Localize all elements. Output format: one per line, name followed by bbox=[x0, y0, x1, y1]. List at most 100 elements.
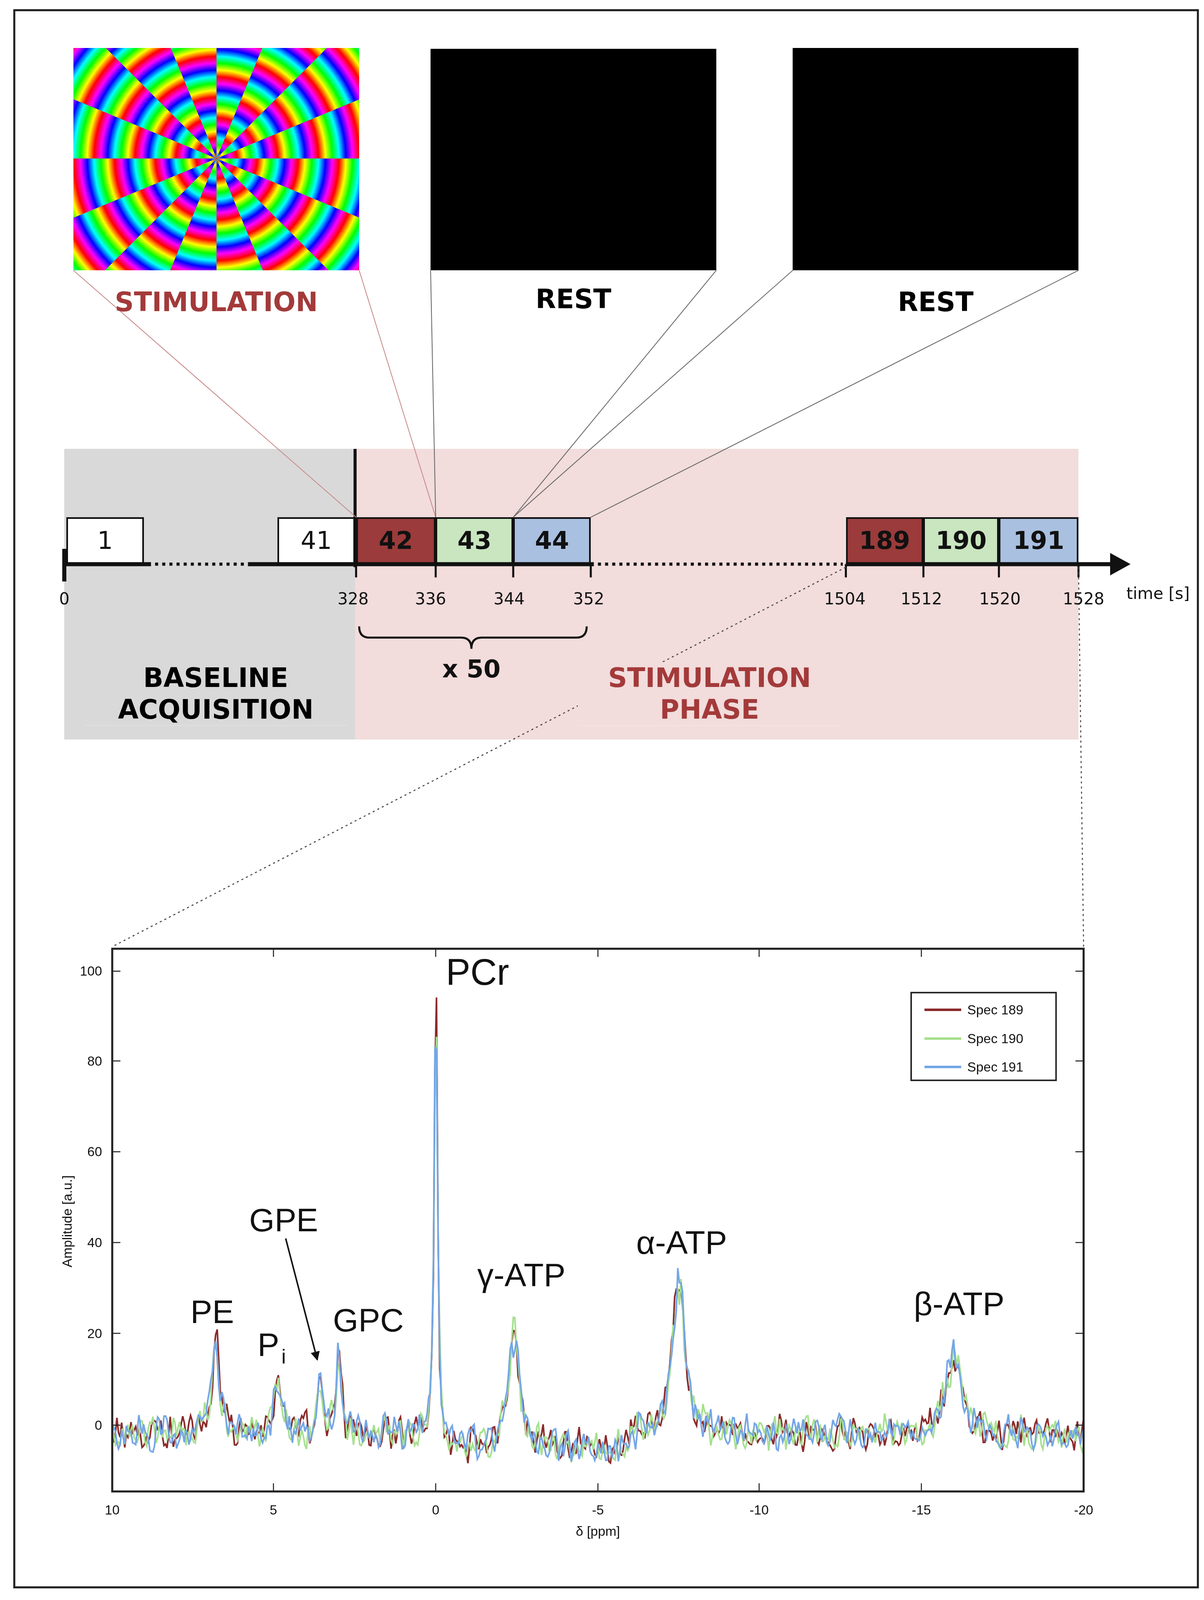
tick bbox=[597, 1483, 599, 1492]
tick bbox=[112, 1425, 121, 1426]
screen-panel: REST bbox=[430, 48, 717, 271]
plot-axis-label: -10 bbox=[749, 1502, 769, 1518]
legend-line bbox=[924, 1065, 962, 1069]
legend-line bbox=[924, 1008, 962, 1012]
phase-band: BASELINE ACQUISITION 1 41 bbox=[64, 448, 356, 740]
plot-axis-label: -5 bbox=[591, 1502, 604, 1518]
spectrum-block: 42 bbox=[356, 517, 436, 565]
legend-frame bbox=[911, 992, 1056, 1081]
plot-axis-label: x 50 bbox=[442, 655, 501, 683]
tick bbox=[112, 1242, 121, 1244]
screen-panel: REST bbox=[792, 47, 1079, 271]
peak-label: PCr bbox=[445, 952, 510, 993]
plot-ticks bbox=[112, 949, 1084, 1492]
plot-axis-label: 0 bbox=[94, 1418, 103, 1433]
plot-frame bbox=[112, 949, 1084, 1492]
block-number: 190 bbox=[935, 526, 988, 556]
spectrum-block: 190 bbox=[923, 517, 999, 565]
time-tick-label: 1520 bbox=[979, 589, 1021, 608]
block-number: 41 bbox=[300, 526, 333, 556]
tick bbox=[1075, 1242, 1084, 1244]
gpe-pointer bbox=[285, 1238, 318, 1361]
time-tick-label: 328 bbox=[337, 589, 369, 608]
panel-label: STIMULATION bbox=[114, 286, 318, 318]
panel-label: REST bbox=[897, 286, 974, 318]
stimulus-image bbox=[73, 47, 360, 271]
tick bbox=[1083, 1483, 1084, 1492]
plot-axis-label: 0 bbox=[431, 1502, 440, 1518]
spectrum-trace bbox=[113, 1036, 1083, 1463]
axis-arrowhead bbox=[1110, 553, 1131, 576]
time-tick-label: 1528 bbox=[1062, 589, 1105, 608]
peak-label: i bbox=[281, 1345, 286, 1369]
plot-axis-label: δ [ppm] bbox=[575, 1524, 620, 1540]
tick bbox=[1075, 970, 1084, 972]
spectrum-block: 189 bbox=[846, 517, 924, 565]
tick bbox=[920, 1483, 922, 1492]
plot-axis-label: -20 bbox=[1073, 1502, 1094, 1518]
time-tick-label: 344 bbox=[493, 589, 525, 608]
tick bbox=[597, 949, 599, 958]
plot-axis-label: 10 bbox=[104, 1502, 120, 1518]
plot-axis-label: 20 bbox=[87, 1326, 102, 1341]
tick bbox=[435, 949, 436, 958]
plot-axis-label: -15 bbox=[911, 1502, 932, 1518]
spectrum-block: 44 bbox=[513, 517, 591, 565]
block-number: 42 bbox=[378, 526, 414, 556]
outer-frame bbox=[14, 10, 1198, 1588]
tick bbox=[112, 1151, 121, 1153]
block-number: 44 bbox=[534, 526, 570, 556]
time-tick-label: 352 bbox=[573, 589, 605, 608]
spectrum-block: 191 bbox=[998, 517, 1079, 565]
tick bbox=[1075, 1060, 1084, 1062]
legend-text: Spec 189 bbox=[967, 1002, 1024, 1018]
spectrum-trace bbox=[113, 997, 1083, 1464]
block-number: 189 bbox=[858, 526, 911, 556]
time-tick-label: 1504 bbox=[823, 589, 866, 608]
plot-axis-label: 5 bbox=[269, 1502, 278, 1518]
plot-axis-label: 40 bbox=[87, 1235, 102, 1250]
tick bbox=[111, 1483, 113, 1492]
legend-line bbox=[924, 1037, 962, 1041]
tick bbox=[1075, 1332, 1084, 1334]
spectrum-trace bbox=[113, 1046, 1083, 1462]
peak-label: PE bbox=[190, 1294, 235, 1330]
tick bbox=[111, 949, 113, 958]
block-number: 191 bbox=[1013, 526, 1065, 556]
peak-label: P bbox=[257, 1326, 280, 1363]
time-tick-label: time [s] bbox=[1126, 584, 1190, 603]
spectrum-block: 43 bbox=[435, 517, 514, 565]
screen-panel: STIMULATION bbox=[73, 47, 360, 271]
phase-label: BASELINE ACQUISITION bbox=[83, 662, 348, 726]
tick bbox=[112, 1332, 121, 1334]
tick bbox=[758, 949, 760, 958]
tick bbox=[272, 1483, 274, 1492]
tick bbox=[112, 970, 121, 972]
panel-label: REST bbox=[535, 282, 612, 315]
tick bbox=[435, 1483, 436, 1492]
tick bbox=[1083, 949, 1084, 958]
legend-text: Spec 190 bbox=[967, 1030, 1024, 1047]
peak-label: γ-ATP bbox=[477, 1257, 566, 1294]
spectrum-block: 1 bbox=[66, 517, 144, 565]
plot-axis-label: 60 bbox=[87, 1144, 102, 1160]
block-number: 43 bbox=[457, 526, 492, 556]
tick bbox=[1075, 1425, 1084, 1426]
time-tick-label: 0 bbox=[59, 589, 70, 608]
tick bbox=[1075, 1151, 1084, 1153]
tick bbox=[920, 949, 922, 958]
legend-text: Spec 191 bbox=[967, 1059, 1024, 1076]
block-number: 1 bbox=[97, 526, 113, 556]
time-tick-label: 1512 bbox=[900, 589, 943, 608]
peak-label: GPC bbox=[332, 1302, 404, 1339]
plot-axis-label: 100 bbox=[80, 964, 103, 979]
tick bbox=[272, 949, 274, 958]
peak-label: GPE bbox=[249, 1202, 318, 1239]
tick bbox=[112, 1060, 121, 1062]
spectrum-curves bbox=[113, 997, 1083, 1464]
phase-label: STIMULATION PHASE bbox=[577, 662, 842, 726]
plot-axis-label: Amplitude [a.u.] bbox=[60, 1175, 75, 1268]
tick bbox=[758, 1483, 760, 1492]
plot-axis-label: 80 bbox=[87, 1053, 102, 1069]
